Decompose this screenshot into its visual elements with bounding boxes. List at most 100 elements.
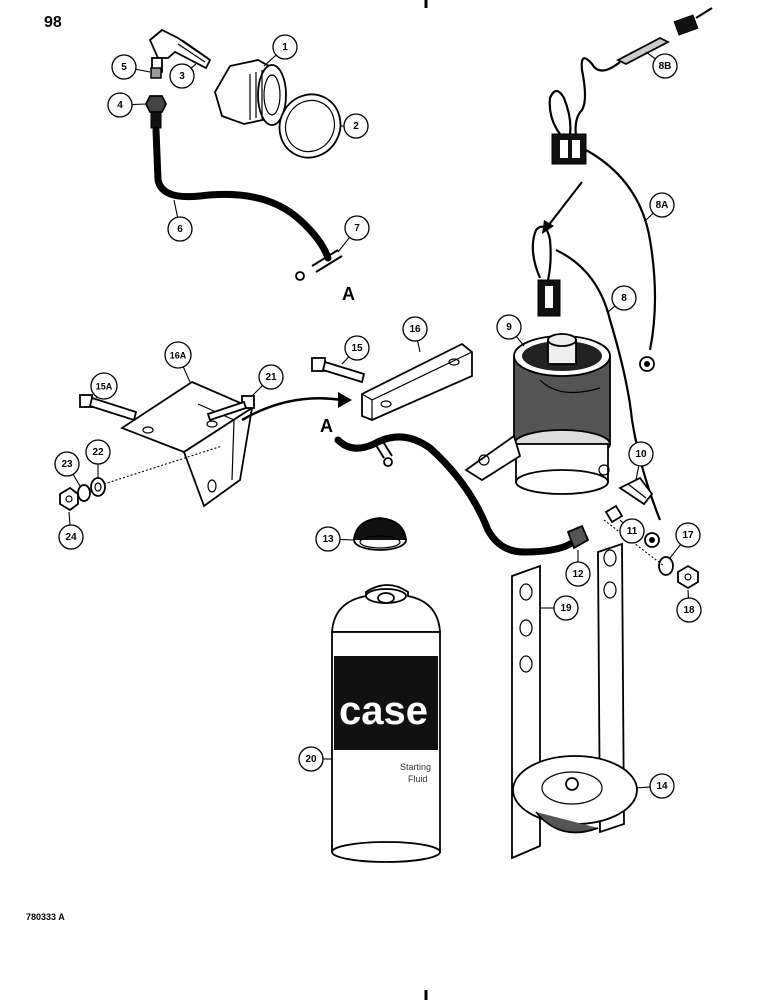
callout-leader-14 <box>635 786 651 789</box>
lock-washer-22 <box>90 477 106 497</box>
callout-circle-22 <box>85 439 111 465</box>
callout-1: 1 <box>263 34 298 67</box>
primer-hose-upper <box>152 126 332 262</box>
callout-label-17: 17 <box>682 530 694 541</box>
can-label-line-2: Fluid <box>408 774 428 784</box>
callout-9: 9 <box>496 314 525 347</box>
callout-leader-4 <box>131 103 147 106</box>
hose-clamp-upper <box>295 249 343 281</box>
connector-block-upper <box>551 133 587 165</box>
wire-8b-lead <box>574 57 621 137</box>
hose-fitting-12 <box>566 524 590 550</box>
callout-12: 12 <box>565 550 591 587</box>
callout-circle-17 <box>675 522 701 548</box>
callout-circle-19 <box>553 595 579 621</box>
callout-11: 11 <box>619 518 645 544</box>
callout-circle-18 <box>676 597 702 623</box>
callout-circle-2 <box>343 113 369 139</box>
callout-label-12: 12 <box>572 569 584 580</box>
callout-17: 17 <box>669 522 701 559</box>
callout-13: 13 <box>315 526 355 552</box>
callout-label-11: 11 <box>627 526 638 537</box>
mounting-bracket-16a <box>120 380 254 508</box>
assembly-line-bracket <box>103 445 223 485</box>
callout-23: 23 <box>54 451 81 487</box>
callout-circle-7 <box>344 215 370 241</box>
ref-letter-a-top: A <box>342 284 355 304</box>
wire-loop-upper <box>548 89 572 135</box>
callout-leader-13 <box>339 538 355 541</box>
primer-hose-lower <box>334 433 574 556</box>
callout-circle-12 <box>565 561 591 587</box>
callout-label-21: 21 <box>265 372 277 383</box>
figure-code: 780333 A <box>26 912 65 922</box>
callout-leader-8b <box>645 51 656 60</box>
callout-label-8b: 8B <box>659 61 672 72</box>
callout-circle-15a <box>90 372 118 400</box>
hose-nut <box>144 95 168 129</box>
elbow-fitting-10 <box>618 476 654 506</box>
can-brand-logo: case <box>339 689 428 733</box>
callout-label-2: 2 <box>353 121 359 132</box>
hose-clamp-lower <box>373 439 393 467</box>
callout-14: 14 <box>635 773 675 799</box>
callout-label-10: 10 <box>635 449 647 460</box>
arrow-head-connector <box>542 220 554 234</box>
callout-leader-23 <box>72 474 81 487</box>
callout-7: 7 <box>337 215 370 253</box>
callout-circle-21 <box>258 364 284 390</box>
can-base-14 <box>512 755 638 834</box>
o-ring-seal <box>278 93 342 159</box>
adapter-fitting <box>214 59 287 126</box>
callout-leader-10 <box>635 465 640 481</box>
ref-letter-a-bottom: A <box>320 416 333 436</box>
callout-label-13: 13 <box>322 534 334 545</box>
callout-leader-11 <box>619 519 624 524</box>
callout-circle-23 <box>54 451 80 477</box>
arrow-head-bracket <box>338 392 352 408</box>
callout-16: 16 <box>402 316 428 353</box>
callout-15a: 15A <box>90 372 118 400</box>
callout-leader-21 <box>251 385 263 397</box>
callout-leader-17 <box>669 544 682 559</box>
ring-terminal-8a <box>639 356 655 372</box>
callout-circle-16 <box>402 316 428 342</box>
callout-circle-11 <box>619 518 645 544</box>
callout-circle-14 <box>649 773 675 799</box>
washer-23 <box>77 484 91 502</box>
connector-plug-8b <box>616 7 713 66</box>
callout-circle-5 <box>111 54 137 80</box>
callout-16a: 16A <box>164 341 192 383</box>
callout-circle-13 <box>315 526 341 552</box>
callout-label-5: 5 <box>121 62 127 73</box>
sleeve-ferrule <box>150 67 162 79</box>
callout-label-9: 9 <box>506 322 512 333</box>
bolt-21 <box>206 395 255 422</box>
callout-leader-5 <box>135 68 151 73</box>
wire-8a <box>585 149 657 351</box>
callout-leader-3 <box>190 63 197 69</box>
callout-label-1: 1 <box>282 42 288 53</box>
callout-leader-16a <box>182 365 191 383</box>
callout-22: 22 <box>85 439 111 478</box>
callout-label-19: 19 <box>560 603 572 614</box>
callout-label-24: 24 <box>65 532 77 543</box>
callout-8a: 8A <box>645 192 675 221</box>
callout-label-14: 14 <box>656 781 668 792</box>
callout-circle-24 <box>58 524 84 550</box>
callout-label-8: 8 <box>621 293 627 304</box>
callout-label-7: 7 <box>354 223 360 234</box>
primer-valve-9 <box>464 333 611 495</box>
callout-leader-16 <box>417 340 421 353</box>
can-label-line-1: Starting <box>400 762 431 772</box>
callout-leader-7 <box>337 237 350 253</box>
callout-18: 18 <box>676 589 702 623</box>
callout-label-22: 22 <box>92 447 104 458</box>
callout-2: 2 <box>340 113 369 139</box>
callout-leader-6 <box>173 199 179 218</box>
callout-label-15a: 15A <box>96 382 113 392</box>
callout-circle-8a <box>649 192 675 218</box>
callout-21: 21 <box>251 364 284 397</box>
